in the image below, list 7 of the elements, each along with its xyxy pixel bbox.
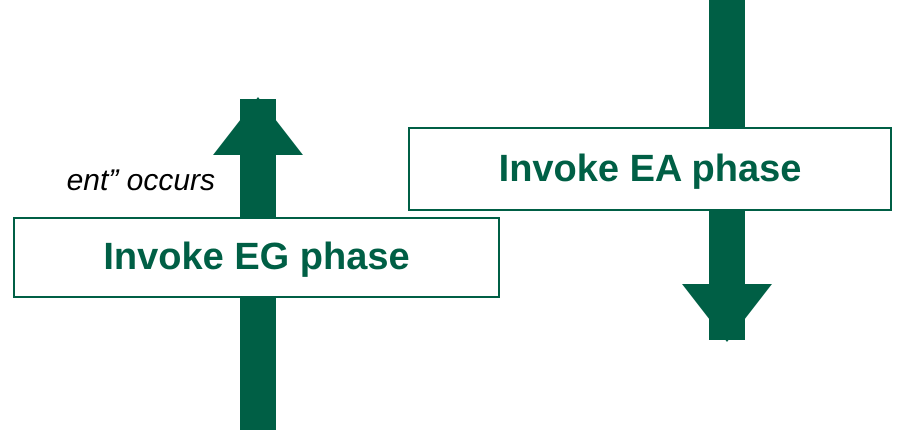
- arrow: [213, 97, 303, 217]
- process-box: [408, 127, 892, 211]
- process-box: [13, 217, 500, 298]
- arrow: [682, 211, 772, 342]
- box-label: Invoke EG phase: [103, 236, 410, 279]
- note-text: ent” occurs: [66, 164, 215, 198]
- box-label: Invoke EA phase: [498, 148, 802, 190]
